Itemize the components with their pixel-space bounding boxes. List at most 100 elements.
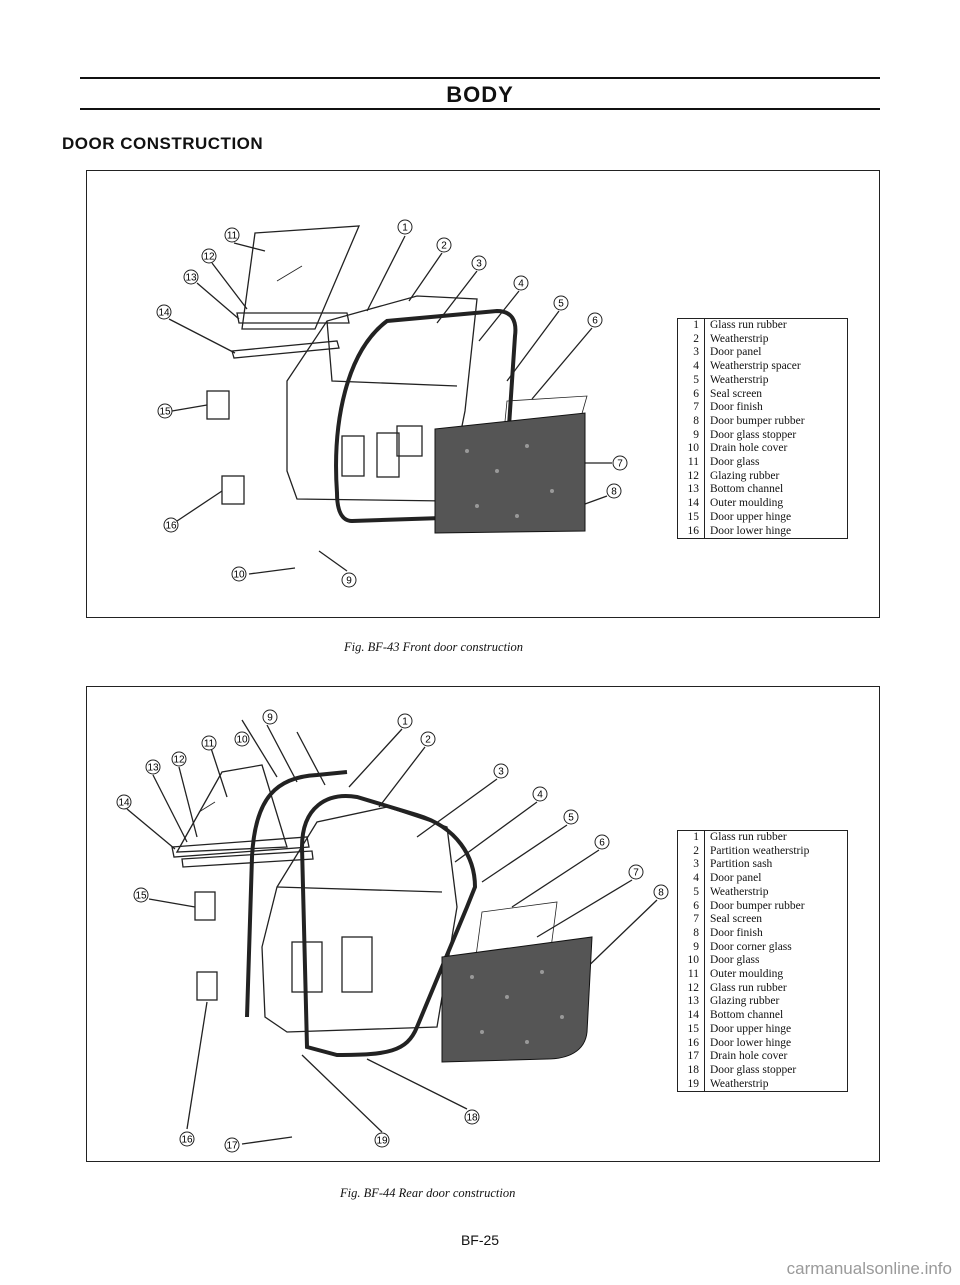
rear-callout-5: 5: [568, 813, 574, 824]
front-weatherstrip: [334, 308, 518, 524]
rear-lower-hinge: [196, 971, 218, 1001]
front-callout-3: 3: [476, 259, 482, 270]
front-callout-15: 15: [159, 407, 171, 418]
front-callout-8: 8: [611, 487, 617, 498]
front-legend-number: 5: [677, 373, 705, 388]
rear-legend-number: 14: [677, 1009, 705, 1023]
rear-callout-19: 19: [376, 1136, 388, 1147]
front-legend-number: 14: [677, 497, 705, 511]
rear-callout-15: 15: [135, 891, 147, 902]
front-door-finish: [434, 412, 586, 534]
front-legend-number: 15: [677, 510, 705, 525]
rear-legend-label: Partition sash: [710, 858, 773, 871]
rear-callout-12: 12: [173, 755, 185, 766]
rear-weatherstrip: [299, 794, 478, 1058]
front-legend-row: 10 Drain hole cover: [677, 442, 848, 457]
rear-door-glass: [175, 764, 288, 853]
rear-legend-row: 12 Glass run rubber: [677, 981, 848, 996]
rear-legend-number: 18: [677, 1063, 705, 1078]
rear-callout-1: 1: [402, 717, 408, 728]
front-legend-number: 6: [677, 387, 705, 402]
page-number: BF-25: [460, 1232, 500, 1248]
rear-legend-number: 4: [677, 872, 705, 886]
rear-legend-label: Glass run rubber: [710, 981, 787, 994]
rear-legend-row: 9 Door corner glass: [677, 940, 848, 955]
front-legend-number: 13: [677, 483, 705, 498]
front-callout-11: 11: [227, 231, 238, 242]
front-legend-label: Door bumper rubber: [710, 414, 805, 427]
rear-callout-13: 13: [147, 763, 159, 774]
rear-legend-number: 13: [677, 995, 705, 1010]
front-bottom-channel: [236, 312, 350, 324]
rear-legend-number: 7: [677, 913, 705, 927]
rear-callout-18: 18: [466, 1113, 478, 1124]
front-callout-9: 9: [346, 576, 352, 587]
front-outer-moulding: [231, 340, 340, 359]
section-title: DOOR CONSTRUCTION: [62, 134, 264, 153]
rear-legend-label: Door finish: [710, 926, 763, 939]
front-legend-label: Door panel: [710, 346, 762, 359]
rear-callout-6: 6: [599, 838, 605, 849]
front-callout-6: 6: [592, 316, 598, 327]
rear-outer-moulding: [181, 850, 314, 868]
rear-legend-label: Outer moulding: [710, 968, 784, 981]
front-callout-10: 10: [233, 570, 245, 581]
front-callout-4: 4: [518, 279, 524, 290]
header-rule-top: [80, 77, 880, 79]
rear-legend-label: Glass run rubber: [710, 831, 787, 843]
front-legend-row: 7 Door finish: [677, 401, 848, 415]
rear-door-figure: 1 2 3 4 5 6 7 8 9 10 11 12 13 14 15 16 1…: [86, 686, 880, 1162]
rear-bottom-channel: [171, 836, 310, 858]
rear-legend-label: Door upper hinge: [710, 1022, 792, 1035]
front-legend-number: 10: [677, 442, 705, 457]
front-callout-1: 1: [402, 223, 408, 234]
front-legend-label: Bottom channel: [710, 483, 784, 496]
rear-legend-label: Weatherstrip: [710, 885, 769, 898]
rear-legend-number: 6: [677, 899, 705, 914]
rear-legend-label: Door glass stopper: [710, 1063, 797, 1076]
rear-legend-number: 9: [677, 940, 705, 955]
rear-callouts: 1 2 3 4 5 6 7 8 9 10 11 12 13 14 15 16 1…: [116, 709, 669, 1153]
front-legend-number: 9: [677, 428, 705, 443]
rear-upper-hinge: [194, 891, 216, 921]
front-callout-13: 13: [185, 273, 197, 284]
front-legend-number: 8: [677, 414, 705, 429]
front-door-glass: [241, 225, 361, 330]
rear-legend-number: 2: [677, 844, 705, 859]
front-door-figure: 1 2 3 4 5 6 7 8 9 10 11 12 13 14 15 16 1…: [86, 170, 880, 618]
front-legend-row: 8 Door bumper rubber: [677, 414, 848, 429]
front-legend-label: Drain hole cover: [710, 442, 788, 455]
rear-legend-label: Weatherstrip: [710, 1077, 769, 1090]
header-rule-bottom: [80, 108, 880, 110]
rear-legend-number: 1: [677, 830, 705, 845]
front-legend-label: Weatherstrip spacer: [710, 360, 801, 373]
rear-callout-8: 8: [658, 888, 664, 899]
front-legend-number: 7: [677, 401, 705, 415]
rear-legend-number: 12: [677, 981, 705, 996]
front-legend-label: Door finish: [710, 401, 763, 414]
rear-door-diagram: 1 2 3 4 5 6 7 8 9 10 11 12 13 14 15 16 1…: [116, 709, 669, 1153]
front-door-diagram: 1 2 3 4 5 6 7 8 9 10 11 12 13 14 15 16: [156, 219, 628, 588]
rear-callout-16: 16: [181, 1135, 193, 1146]
rear-legend-label: Bottom channel: [710, 1009, 784, 1022]
rear-callout-4: 4: [537, 790, 543, 801]
front-legend-label: Weatherstrip: [710, 332, 769, 345]
front-legend-label: Outer moulding: [710, 497, 784, 510]
rear-legend-label: Door bumper rubber: [710, 899, 805, 912]
watermark: carmanualsonline.info: [786, 1259, 952, 1278]
rear-legend-number: 10: [677, 954, 705, 969]
rear-legend-label: Door corner glass: [710, 940, 792, 953]
